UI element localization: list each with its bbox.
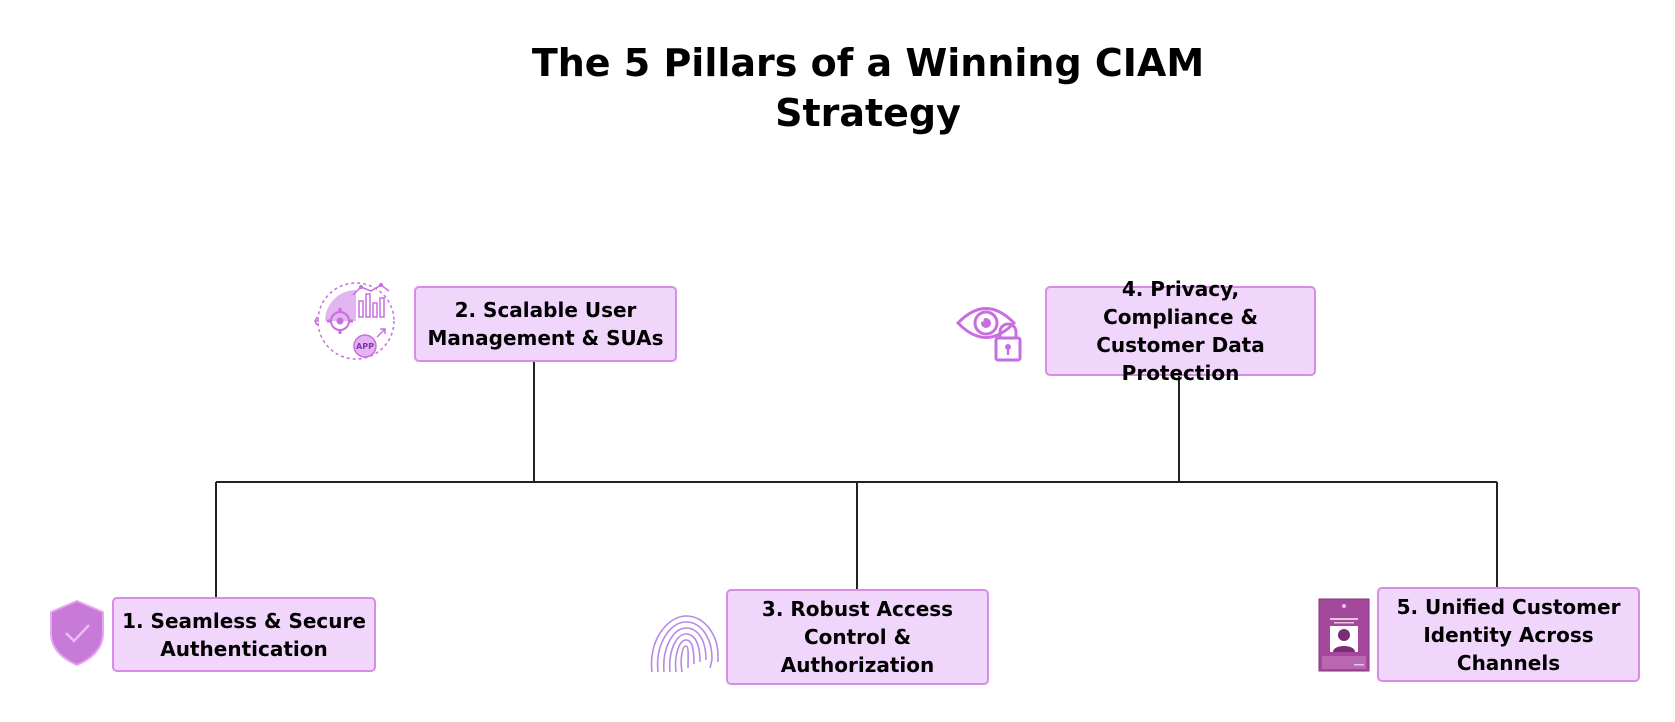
eye-lock-icon xyxy=(954,296,1030,364)
pillar-2-box: 2. Scalable User Management & SUAs xyxy=(414,286,677,362)
pillar-5-box: 5. Unified Customer Identity Across Chan… xyxy=(1377,587,1640,682)
pillar-3-box: 3. Robust Access Control & Authorization xyxy=(726,589,989,685)
fingerprint-icon xyxy=(646,610,722,674)
id-card-profile-icon xyxy=(1318,598,1370,672)
app-management-gear-chart-icon: APP xyxy=(313,281,399,361)
svg-text:APP: APP xyxy=(356,342,374,351)
diagram-title: The 5 Pillars of a Winning CIAM Strategy xyxy=(0,38,1675,138)
pillar-4-box: 4. Privacy, Compliance & Customer Data P… xyxy=(1045,277,1316,385)
title-line-1: The 5 Pillars of a Winning CIAM xyxy=(531,41,1205,85)
shield-check-icon xyxy=(48,599,106,667)
title-line-2: Strategy xyxy=(775,91,961,135)
pillar-1-box: 1. Seamless & Secure Authentication xyxy=(112,597,376,672)
